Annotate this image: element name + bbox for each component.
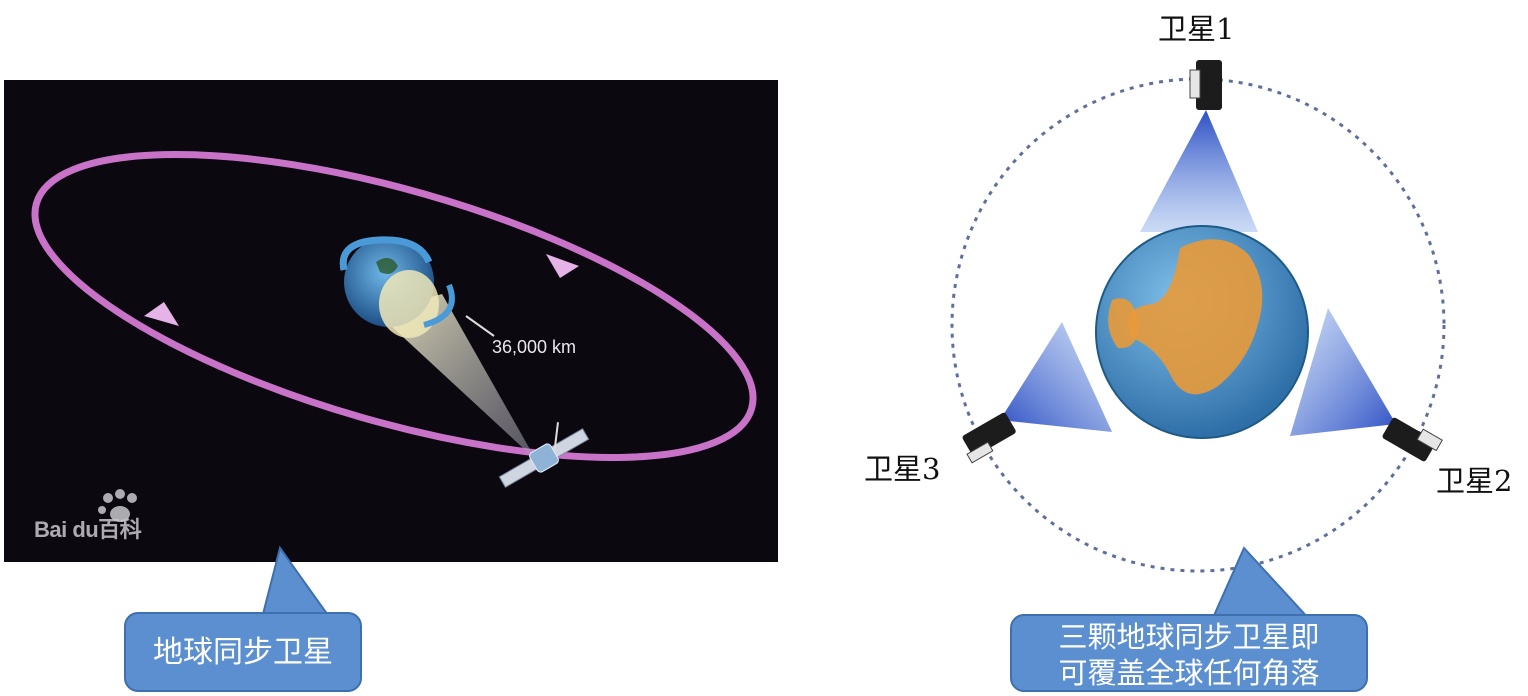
- geostationary-illustration: 36,000 km Bai du百科: [4, 80, 778, 562]
- satellite-icon: [498, 422, 590, 488]
- orbit-scene: [31, 151, 757, 522]
- callout-three-satellites: 三颗地球同步卫星即 可覆盖全球任何角落: [1010, 614, 1368, 692]
- callout-right-line1: 三颗地球同步卫星即: [1058, 620, 1320, 654]
- callout-right-line2: 可覆盖全球任何角落: [1058, 656, 1320, 690]
- continent-land: [1127, 239, 1263, 395]
- callout-right-tail: [1210, 546, 1313, 621]
- beam-satellite-2: [1290, 308, 1396, 436]
- rotation-arrow-tail: [423, 283, 455, 328]
- satellite-3-icon: [962, 412, 1016, 464]
- orbit-arrow-left: [144, 302, 179, 326]
- satellite-2-label: 卫星2: [1436, 464, 1513, 498]
- continent-land-2: [1108, 298, 1139, 349]
- beam-satellite-3: [1000, 322, 1112, 432]
- beam-footprint: [379, 270, 439, 338]
- satellite-2-icon: [1382, 417, 1443, 462]
- satellite-3-label: 卫星3: [864, 452, 941, 486]
- distance-leader-line: [465, 315, 495, 337]
- orbit-ellipse: [31, 151, 757, 461]
- callout-left-text: 地球同步卫星: [153, 635, 333, 670]
- beam-satellite-1: [1140, 110, 1258, 232]
- orbit-arrow-right: [546, 254, 579, 278]
- continent-shape: [376, 257, 398, 274]
- three-satellite-diagram: 卫星1 卫星2 卫星3: [850, 0, 1528, 696]
- geo-orbit-circle: [950, 77, 1446, 573]
- callout-left-tail: [260, 545, 332, 619]
- callout-geostationary: 地球同步卫星: [124, 612, 362, 692]
- coverage-scene: [950, 60, 1446, 573]
- satellite-1-label: 卫星1: [1158, 12, 1235, 46]
- satellite-1-icon: [1189, 60, 1222, 110]
- baidu-watermark: Bai du百科: [34, 517, 142, 542]
- distance-label: 36,000 km: [492, 337, 577, 357]
- baidu-paw-icon: [98, 489, 137, 522]
- rotation-arrow-icon: [339, 236, 433, 271]
